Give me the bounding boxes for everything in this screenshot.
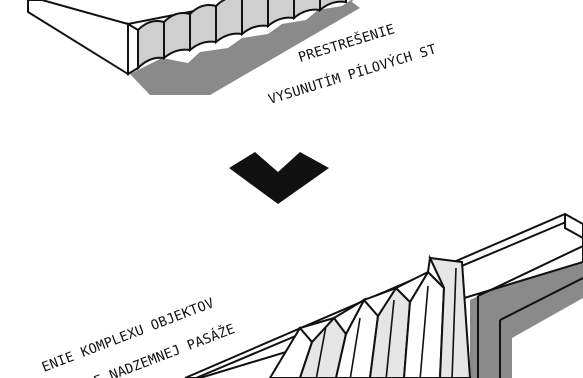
bottom-passage-structure (184, 212, 583, 378)
top-sawtooth-roof-block (27, 0, 360, 95)
chevron-down-icon (229, 152, 329, 204)
bottom-saw-teeth (268, 254, 472, 378)
top-block-shadow (130, 0, 360, 95)
bottom-passage-shadow (470, 244, 583, 378)
top-block-saw-teeth (137, 0, 347, 71)
top-caption-line2: VYSUNUTÍM PÍLOVÝCH ST (266, 40, 438, 107)
top-block-front-wall (127, 22, 139, 76)
